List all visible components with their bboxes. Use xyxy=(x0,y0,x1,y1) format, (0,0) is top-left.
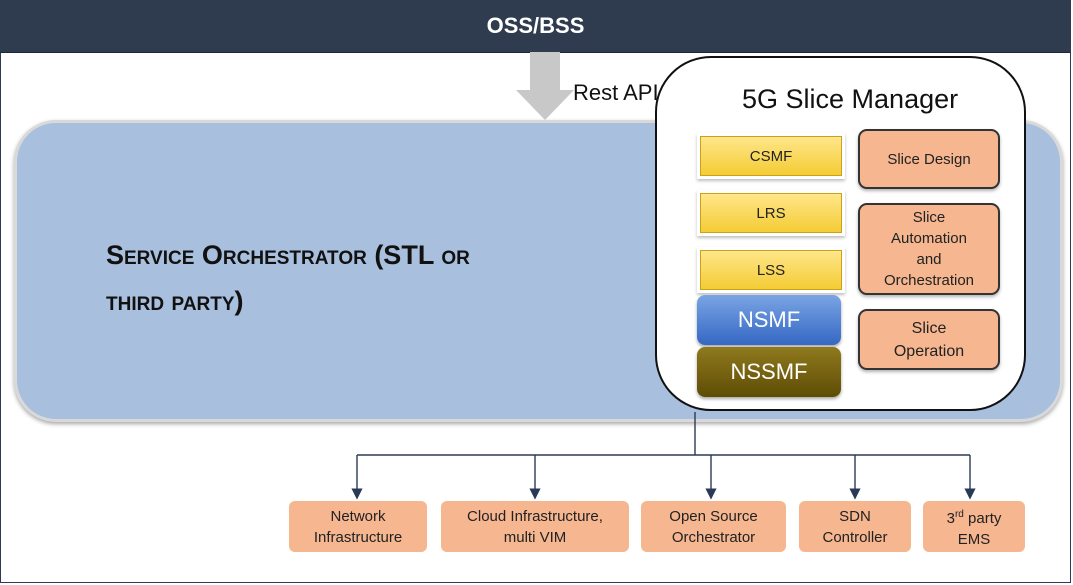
nssmf-box: NSSMF xyxy=(697,347,841,397)
rest-api-label: Rest API xyxy=(573,80,659,105)
network-line2: Infrastructure xyxy=(313,528,403,546)
slice-design-label: Slice Design xyxy=(887,150,971,168)
ems-line2: EMS xyxy=(957,530,991,548)
service-orchestrator-title: Service Orchestrator (STL or third party… xyxy=(106,232,576,324)
opensource-line2: Orchestrator xyxy=(671,528,756,546)
slice-design-box: Slice Design xyxy=(858,129,1000,189)
network-infrastructure-box: Network Infrastructure xyxy=(289,501,427,552)
ems-line1-rest: party xyxy=(963,509,1002,527)
slice-manager-title: 5G Slice Manager xyxy=(742,84,959,114)
sdn-line2: Controller xyxy=(822,528,888,546)
slice-automation-line2: Automation xyxy=(891,230,967,247)
slice-operation-box: Slice Operation xyxy=(858,309,1000,370)
csmf-box: CSMF xyxy=(700,136,842,176)
third-party-ems-box: 3rd party EMS xyxy=(923,501,1025,552)
slice-automation-line4: Orchestration xyxy=(883,272,975,289)
oss-bss-header: OSS/BSS xyxy=(0,0,1071,53)
nsmf-label: NSMF xyxy=(737,307,801,332)
ems-line1: 3rd party xyxy=(947,504,1002,529)
lrs-box: LRS xyxy=(700,193,842,233)
opensource-line1: Open Source xyxy=(669,507,758,525)
slice-automation-line3: and xyxy=(916,251,942,268)
open-source-orchestrator-box: Open Source Orchestrator xyxy=(641,501,786,552)
oss-bss-title: OSS/BSS xyxy=(486,13,585,38)
csmf-label: CSMF xyxy=(749,147,793,165)
cloud-infrastructure-box: Cloud Infrastructure, multi VIM xyxy=(441,501,629,552)
cloud-line1: Cloud Infrastructure, xyxy=(467,507,603,525)
slice-automation-box: Slice Automation and Orchestration xyxy=(858,203,1000,295)
cloud-line2: multi VIM xyxy=(503,528,567,546)
network-line1: Network xyxy=(330,507,386,525)
lrs-label: LRS xyxy=(756,204,786,222)
lss-box: LSS xyxy=(700,250,842,290)
orchestrator-title-line2: third party) xyxy=(106,286,244,316)
ems-prefix: 3 xyxy=(946,509,955,527)
slice-operation-line2: Operation xyxy=(893,342,965,360)
sdn-controller-box: SDN Controller xyxy=(799,501,911,552)
slice-operation-line1: Slice xyxy=(911,319,947,337)
rest-api-arrow-icon xyxy=(516,52,574,120)
nsmf-box: NSMF xyxy=(697,295,841,345)
sdn-line1: SDN xyxy=(839,507,871,525)
nssmf-label: NSSMF xyxy=(730,359,808,384)
ems-superscript: rd xyxy=(954,508,964,520)
orchestrator-title-line1: Service Orchestrator (STL or xyxy=(106,240,470,270)
lss-label: LSS xyxy=(756,261,786,279)
slice-automation-line1: Slice xyxy=(912,209,946,226)
